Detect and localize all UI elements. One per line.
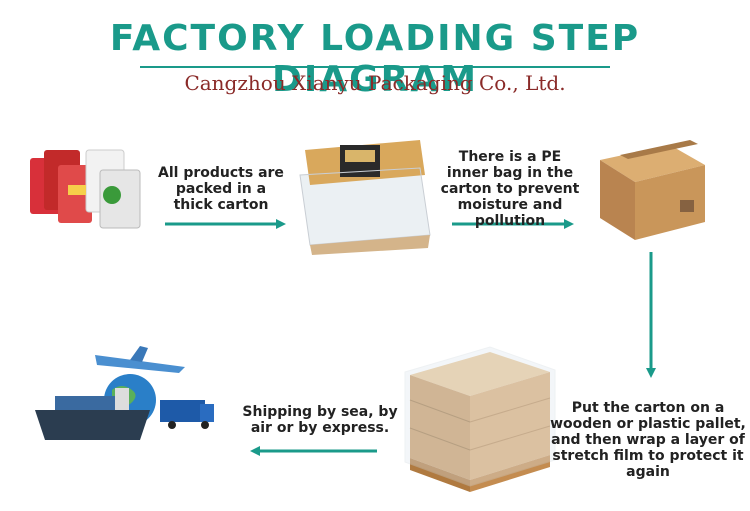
- step1-caption: All products are packed in a thick carto…: [158, 165, 284, 213]
- product-bags-image: [30, 149, 141, 229]
- step5-caption: Shipping by sea, by air or by express.: [242, 404, 398, 436]
- step4-caption: Put the carton on a wooden or plastic pa…: [550, 400, 746, 480]
- sealed-carton-image: [600, 140, 705, 240]
- title-divider: [140, 66, 610, 68]
- wrapped-pallet-image: [404, 346, 556, 492]
- page-title: FACTORY LOADING STEP DIAGRAM: [109, 18, 641, 100]
- company-subtitle: Cangzhou Xianyu Packaging Co., Ltd.: [184, 71, 566, 95]
- shipping-globe-image: [35, 346, 214, 440]
- step2-caption: There is a PE inner bag in the carton to…: [440, 149, 580, 229]
- carton-with-pe-bag-image: [299, 140, 431, 255]
